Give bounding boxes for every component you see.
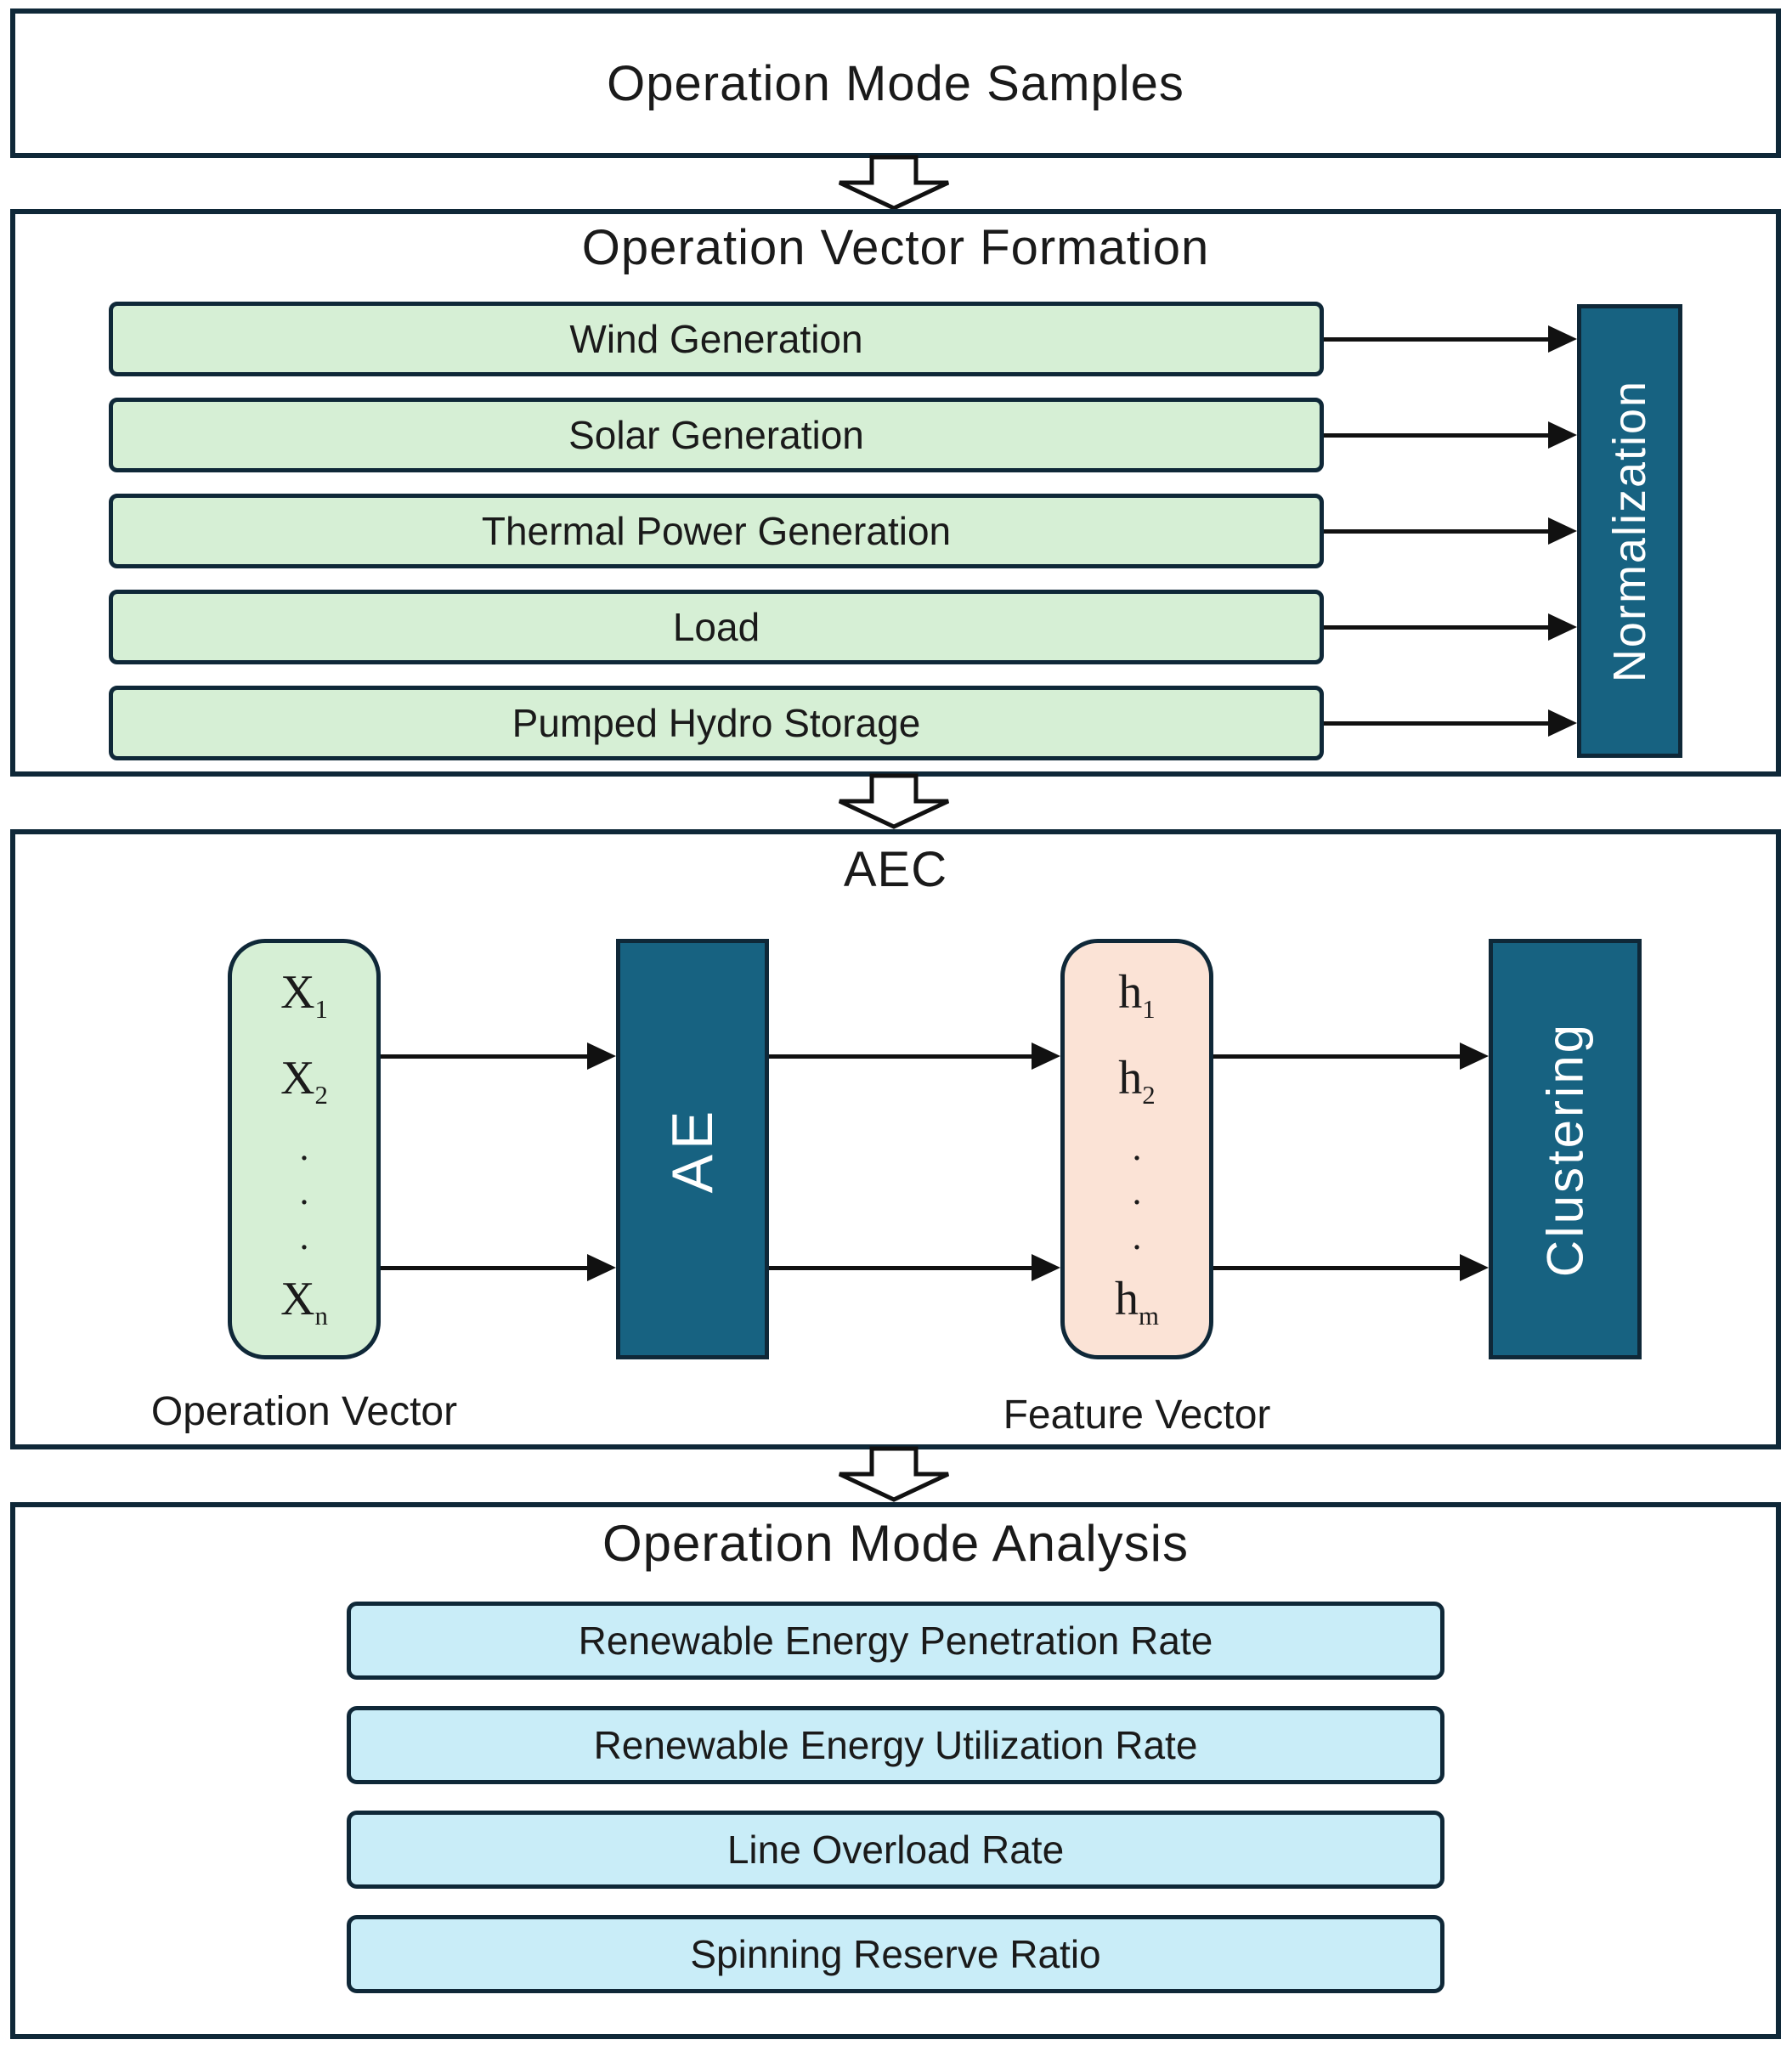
- section-title-samples: Operation Mode Samples: [607, 55, 1184, 111]
- section-title-analysis: Operation Mode Analysis: [602, 1515, 1190, 1572]
- section-operation-vector-formation: Operation Vector Formation Wind Generati…: [10, 209, 1781, 777]
- arrow-thermal-to-normalization: [1324, 517, 1577, 545]
- formation-row-wind-generation: Wind Generation: [109, 302, 1324, 376]
- vector-item-hm: hm: [1115, 1275, 1159, 1330]
- vector-ellipsis-dot: .: [299, 1171, 309, 1213]
- vector-item-sub: 2: [314, 1081, 328, 1110]
- clustering-box: Clustering: [1489, 939, 1642, 1359]
- section-title-aec: AEC: [843, 842, 948, 897]
- arrow-ae-to-feature-top: [769, 1042, 1060, 1070]
- vector-item-base: X: [280, 1052, 315, 1105]
- vector-item-sub: 1: [1142, 995, 1156, 1025]
- vector-ellipsis-dot: .: [1132, 1171, 1142, 1213]
- arrow-ae-to-feature-bottom: [769, 1254, 1060, 1281]
- section-operation-mode-samples: Operation Mode Samples: [10, 8, 1781, 158]
- feature-vector-caption: Feature Vector: [1003, 1393, 1271, 1438]
- analysis-row-penetration-rate: Renewable Energy Penetration Rate: [347, 1602, 1444, 1680]
- vector-item-base: h: [1115, 1273, 1139, 1326]
- vector-item-sub: 2: [1142, 1081, 1156, 1110]
- formation-row-solar-generation: Solar Generation: [109, 398, 1324, 472]
- vector-item-sub: m: [1139, 1302, 1159, 1331]
- arrow-feature-to-clustering-bottom: [1213, 1254, 1489, 1281]
- vector-ellipsis-dot: .: [1132, 1216, 1142, 1258]
- section-aec: AEC X1 X2 . . . Xn AE h1 h2 . . . hm Clu…: [10, 829, 1781, 1449]
- down-block-arrow-2: [838, 773, 950, 829]
- vector-item-xn: Xn: [280, 1275, 328, 1330]
- clustering-label: Clustering: [1536, 1021, 1594, 1277]
- arrow-pumped-to-normalization: [1324, 709, 1577, 737]
- arrow-wind-to-normalization: [1324, 325, 1577, 353]
- arrow-opvector-to-ae-top: [381, 1042, 616, 1070]
- formation-row-pumped-hydro-storage: Pumped Hydro Storage: [109, 686, 1324, 760]
- down-block-arrow-3: [838, 1446, 950, 1502]
- ae-box: AE: [616, 939, 769, 1359]
- vector-ellipsis-dot: .: [1132, 1126, 1142, 1168]
- ae-label: AE: [660, 1105, 725, 1193]
- arrow-feature-to-clustering-top: [1213, 1042, 1489, 1070]
- section-operation-mode-analysis: Operation Mode Analysis Renewable Energy…: [10, 1502, 1781, 2039]
- feature-vector-box: h1 h2 . . . hm: [1060, 939, 1213, 1359]
- vector-ellipsis-dot: .: [299, 1216, 309, 1258]
- vector-item-x2: X2: [280, 1054, 328, 1109]
- vector-item-base: X: [280, 1273, 315, 1326]
- formation-row-thermal-power-generation: Thermal Power Generation: [109, 494, 1324, 568]
- analysis-row-line-overload-rate: Line Overload Rate: [347, 1811, 1444, 1889]
- vector-item-base: h: [1118, 966, 1143, 1019]
- vector-item-h1: h1: [1118, 969, 1155, 1023]
- vector-item-x1: X1: [280, 969, 328, 1023]
- arrow-solar-to-normalization: [1324, 421, 1577, 449]
- vector-item-base: X: [280, 966, 315, 1019]
- analysis-row-spinning-reserve-ratio: Spinning Reserve Ratio: [347, 1915, 1444, 1993]
- arrow-opvector-to-ae-bottom: [381, 1254, 616, 1281]
- vector-item-base: h: [1118, 1052, 1143, 1105]
- arrow-load-to-normalization: [1324, 613, 1577, 641]
- normalization-label: Normalization: [1604, 379, 1655, 683]
- vector-item-sub: 1: [314, 995, 328, 1025]
- normalization-box: Normalization: [1577, 304, 1682, 758]
- vector-ellipsis-dot: .: [299, 1126, 309, 1168]
- operation-vector-caption: Operation Vector: [150, 1389, 458, 1434]
- analysis-row-utilization-rate: Renewable Energy Utilization Rate: [347, 1706, 1444, 1784]
- vector-item-sub: n: [314, 1302, 328, 1331]
- vector-item-h2: h2: [1118, 1054, 1155, 1109]
- section-title-formation: Operation Vector Formation: [581, 220, 1210, 275]
- formation-row-load: Load: [109, 590, 1324, 664]
- operation-vector-box: X1 X2 . . . Xn: [228, 939, 381, 1359]
- down-block-arrow-1: [838, 155, 950, 211]
